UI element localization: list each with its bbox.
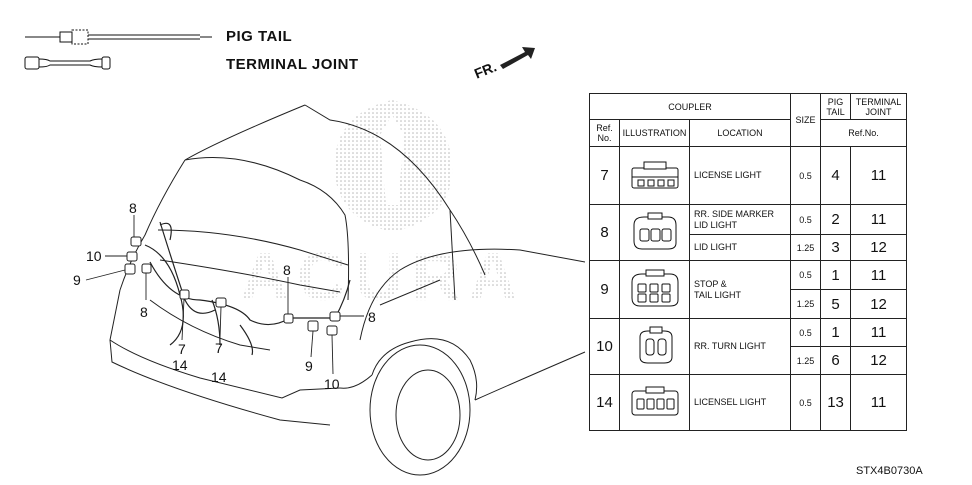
size-cell: 1.25 [790, 346, 822, 375]
callout-14: 14 [172, 357, 188, 373]
location-cell: LID LIGHT [688, 234, 792, 261]
vehicle-rear-outline [109, 104, 586, 476]
table-row: 10 RR. TURN LIGHT 0.5 1 11 [589, 318, 908, 375]
location-cell: RR. SIDE MARKER LID LIGHT [688, 204, 792, 235]
callout-8: 8 [368, 309, 376, 325]
table-row: 14 LICENSEL LIGHT 0.5 13 11 [589, 374, 908, 431]
terminal-joint-cell: 11 [850, 318, 908, 347]
acura-watermark-logo [334, 100, 453, 232]
illustration-cell [619, 374, 690, 431]
connector-markers [124, 236, 341, 336]
pig-tail-header: PIG TAIL [820, 93, 852, 120]
size-cell: 0.5 [790, 318, 822, 347]
front-direction-arrow [500, 47, 535, 69]
callout-8: 8 [283, 262, 291, 278]
pig-tail-cell: 1 [820, 318, 852, 347]
pig-tail-cell: 3 [820, 234, 852, 261]
pig-tail-cell: 13 [820, 374, 852, 431]
pig-tail-cell: 5 [820, 289, 852, 319]
size-cell: 0.5 [790, 374, 822, 431]
table-row: 8 RR. SIDE MARKER LID LIGHT 0.5 2 11 [589, 204, 908, 261]
illustration-cell [619, 146, 690, 205]
ref-number: 10 [589, 318, 620, 375]
pig-tail-cell: 4 [820, 146, 852, 205]
connector-9-left [124, 263, 136, 275]
acura-watermark-text: ACURA [240, 239, 526, 315]
terminal-joint-cell: 11 [850, 374, 908, 431]
connector-10-right [326, 325, 338, 336]
size-cell: 1.25 [790, 289, 822, 319]
callout-9: 9 [73, 272, 81, 288]
callout-10: 10 [324, 376, 340, 392]
size-cell: 0.5 [790, 204, 822, 235]
callout-7: 7 [215, 340, 223, 356]
connector-8-left [141, 263, 152, 274]
size-cell: 1.25 [790, 234, 822, 261]
coupler-table: COUPLER SIZE PIG TAIL TERMINAL JOINT Ref… [588, 93, 908, 431]
ref-number: 7 [589, 146, 620, 205]
connector-8-illustration [633, 212, 676, 249]
callout-8: 8 [140, 304, 148, 320]
pig-tail-cell: 2 [820, 204, 852, 235]
pig-tail-cell: 1 [820, 260, 852, 290]
terminal-joint-cell: 11 [850, 146, 908, 205]
callout-7: 7 [178, 341, 186, 357]
table-row: 7 LICENSE LIGHT 0.5 4 11 [589, 146, 908, 205]
ref-number: 9 [589, 260, 620, 319]
connector-10-left [126, 251, 138, 262]
callout-10: 10 [86, 248, 102, 264]
connector-10-illustration [639, 326, 672, 363]
illustration-header: ILLUSTRATION [619, 119, 690, 147]
pig-tail-cell: 6 [820, 346, 852, 375]
connector-7-illustration [631, 161, 678, 188]
terminal-joint-symbol [24, 56, 111, 70]
terminal-joint-label: TERMINAL JOINT [226, 56, 359, 73]
table-row: 1.25 5 12 [590, 289, 908, 319]
table-row: 9 STOP & TAIL LIGHT 0.5 1 11 [589, 260, 908, 319]
ref-no-right-header: Ref.No. [820, 119, 908, 147]
location-cell: RR. TURN LIGHT [688, 318, 792, 375]
callout-14: 14 [211, 369, 227, 385]
connector-9-illustration [631, 269, 678, 306]
terminal-joint-cell: 12 [850, 234, 908, 261]
location-cell: STOP & TAIL LIGHT [688, 260, 792, 319]
location-cell: LICENSE LIGHT [688, 146, 792, 205]
ref-number: 8 [589, 204, 620, 261]
callout-9: 9 [305, 358, 313, 374]
connector-9-right [307, 320, 319, 332]
connector-8-right [329, 311, 341, 322]
terminal-joint-cell: 11 [850, 260, 908, 290]
connector-14-illustration [631, 386, 678, 415]
connector-7-mid [215, 297, 227, 308]
table-row: LID LIGHT 1.25 3 12 [590, 234, 908, 261]
connector-8-center [283, 313, 294, 324]
connector-7-left [179, 289, 190, 300]
ref-number: 14 [589, 374, 620, 431]
leader-lines [85, 215, 364, 375]
pig-tail-label: PIG TAIL [226, 28, 293, 45]
connector-8-top [130, 236, 142, 247]
terminal-joint-cell: 12 [850, 346, 908, 375]
size-cell: 0.5 [790, 260, 822, 290]
size-header: SIZE [790, 93, 822, 147]
location-header: LOCATION [688, 119, 792, 147]
illustration-cell [619, 204, 690, 261]
illustration-cell [619, 318, 690, 375]
callout-8: 8 [129, 200, 137, 216]
coupler-header: COUPLER [588, 93, 792, 120]
illustration-cell [619, 260, 690, 319]
terminal-joint-header: TERMINAL JOINT [850, 93, 908, 120]
terminal-joint-cell: 11 [850, 204, 908, 235]
pig-tail-symbol [25, 29, 212, 45]
location-cell: LICENSEL LIGHT [688, 374, 792, 431]
ref-no-header: Ref. No. [589, 119, 620, 147]
terminal-joint-cell: 12 [850, 289, 908, 319]
size-cell: 0.5 [790, 146, 822, 205]
document-code: STX4B0730A [856, 465, 923, 477]
